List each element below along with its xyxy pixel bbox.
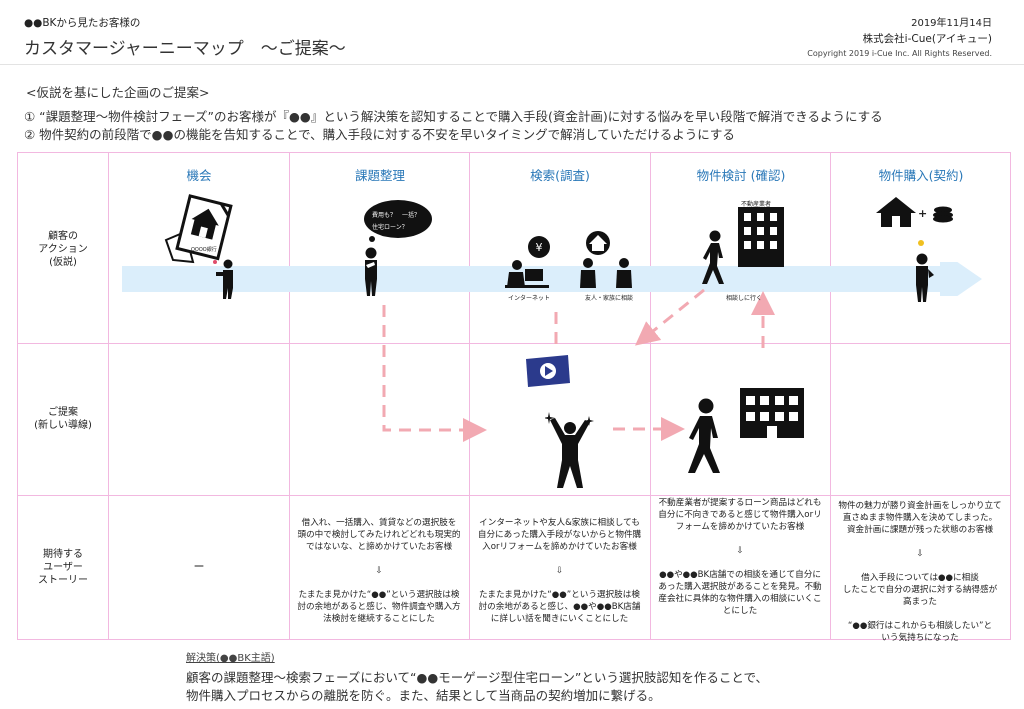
row-label-story: 期待する ユーザー ストーリー [38, 549, 88, 586]
flyer-caption: OOOO銀行 [191, 247, 217, 253]
plus-sign: + [918, 207, 928, 220]
consult-caption: 相談しに行く [726, 295, 763, 302]
internet-search-icon: ¥ [505, 236, 550, 288]
person-idea-icon [916, 240, 934, 302]
story-search: インターネットや友人&家族に相談しても 自分にあった購入手段がないからと物件購 … [477, 518, 642, 624]
column-header-opportunity: 機会 [186, 168, 212, 183]
walking-person-icon [702, 230, 724, 284]
real-estate-office-icon [738, 207, 784, 267]
grid-line [830, 153, 831, 639]
header-divider [0, 64, 1024, 65]
proposal-line-1: ① “課題整理～物件検討フェーズ”のお客様が『●●』という解決策を認知することで… [24, 109, 883, 124]
grid-line [18, 343, 1010, 344]
grid-line [18, 495, 1010, 496]
bank-flyer-icon [164, 194, 233, 264]
journey-arrow-band [122, 262, 982, 296]
column-header-property-review: 物件検討 (確認) [696, 168, 786, 183]
copyright: Copyright 2019 i-Cue Inc. All Rights Res… [807, 49, 992, 58]
video-ad-tablet-icon [526, 355, 570, 387]
column-header-issue-sorting: 課題整理 [354, 168, 405, 183]
row-label-action: 顧客の アクション (仮説) [38, 231, 88, 268]
row-label-proposal: ご提案 (新しい導線) [34, 407, 92, 431]
house-icon [876, 197, 916, 227]
grid-line [108, 153, 109, 639]
story-purchase: 物件の魅力が勝り資金計画をしっかり立て 直さぬまま物件購入を決めてしまった。 資… [838, 501, 1002, 643]
solution-line-2: 物件購入プロセスからの離脱を防ぐ。また、結果として当商品の契約増加に繋げる。 [186, 688, 661, 703]
friends-caption: 友人・家族に相談 [585, 295, 634, 302]
proposal-heading: <仮説を基にした企画のご提案> [26, 85, 210, 100]
story-issue-sorting: 借入れ、一括購入、賃貸などの選択肢を 頭の中で検討してみたけれどどれも現実的 で… [297, 518, 461, 624]
consult-friends-icon [580, 231, 632, 288]
grid-line [289, 153, 290, 639]
story-opportunity: ー [193, 560, 205, 573]
walking-person-large-icon [688, 398, 720, 473]
solution-line-1: 顧客の課題整理～検索フェーズにおいて“●●モーゲージ型住宅ローン”という選択肢認… [186, 670, 769, 685]
person-reading-icon [213, 259, 233, 299]
page-title: カスタマージャーニーマップ ～ご提案～ [24, 39, 346, 59]
column-header-purchase: 物件購入(契約) [878, 168, 964, 183]
proposal-line-2: ② 物件契約の前段階で●●の機能を告知することで、購入手段に対する不安を早いタイ… [24, 127, 735, 142]
thinking-person-icon [365, 247, 377, 296]
svg-text:¥: ¥ [536, 241, 543, 254]
thought-bubble-icon [364, 200, 432, 242]
grid-line [469, 153, 470, 639]
bank-branch-icon [740, 388, 804, 438]
solution-heading: 解決策(●●BK主語) [186, 653, 275, 664]
realestate-caption: 不動産業者 [741, 201, 772, 208]
journey-map-grid: 機会 課題整理 検索(調査) 物件検討 (確認) 物件購入(契約) 顧客の アク… [17, 152, 1011, 643]
grid-line [650, 153, 651, 639]
bubble-text: 費用も？ 一括？ 住宅ローン？ [372, 212, 421, 231]
internet-caption: インターネット [508, 295, 551, 302]
column-header-search: 検索(調査) [530, 168, 590, 183]
story-property-review: 不動産業者が提案するローン商品はどれも 自分に不向きであると感じて物件購入orリ… [658, 498, 822, 616]
excited-person-icon [545, 412, 594, 488]
coins-icon [933, 206, 953, 223]
document-date: 2019年11月14日 [911, 18, 992, 29]
page-subtitle: ●●BKから見たお客様の [24, 17, 141, 29]
company-name: 株式会社i-Cue(アイキュー) [862, 33, 992, 45]
